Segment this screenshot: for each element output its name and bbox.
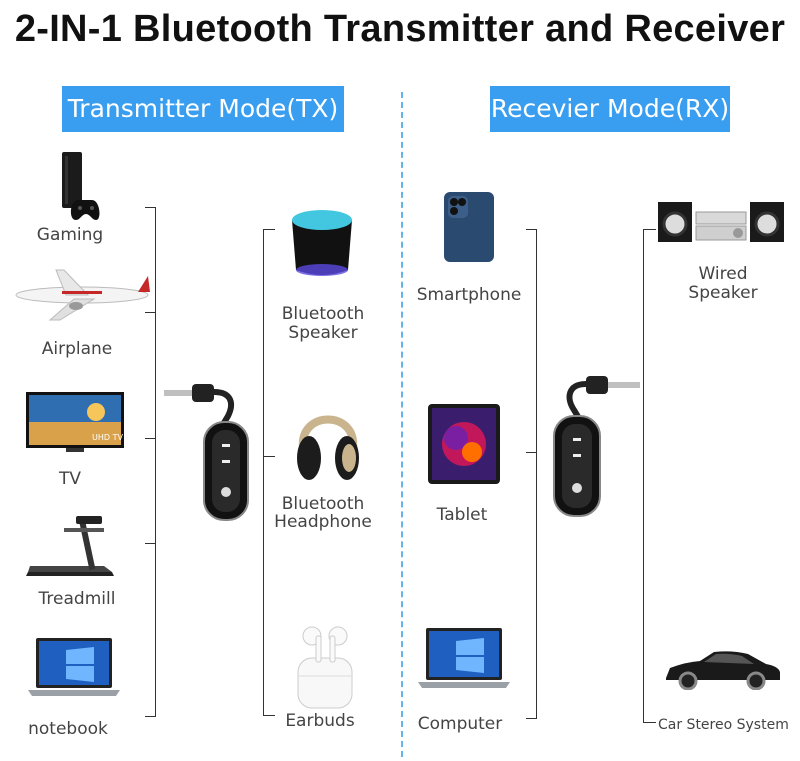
source-label-notebook: notebook — [28, 719, 108, 739]
output-label-headphone-line2: Headphone — [274, 512, 372, 532]
notebook-laptop-icon — [28, 638, 120, 702]
airplane-icon — [6, 262, 150, 324]
rx-output-bracket — [643, 229, 644, 723]
bracket-tick — [145, 716, 156, 717]
source-label-tv: TV — [58, 469, 81, 489]
bluetooth-speaker-icon — [288, 208, 356, 278]
bracket-tick — [145, 207, 156, 208]
wired-speaker-icon — [658, 200, 784, 244]
source-label-airplane: Airplane — [41, 339, 113, 359]
rx-output-label-car-stereo: Car Stereo System — [658, 717, 789, 733]
bracket-tick — [263, 456, 275, 457]
bracket-tick — [145, 438, 156, 439]
earbuds-icon — [296, 624, 356, 710]
output-label-headphone-line1: Bluetooth — [281, 494, 365, 514]
tv-icon: UHD TV — [26, 392, 124, 456]
source-label-treadmill: Treadmill — [38, 589, 116, 609]
tablet-icon — [428, 404, 500, 484]
rx-mode-heading: Recevier Mode(RX) — [490, 86, 730, 132]
page-title: 2-IN-1 Bluetooth Transmitter and Receive… — [14, 8, 786, 50]
bracket-tick — [526, 229, 537, 230]
computer-laptop-icon — [418, 628, 510, 694]
smartphone-icon — [444, 192, 494, 262]
bracket-tick — [526, 452, 537, 453]
rx-bluetooth-adapter-icon — [546, 372, 642, 522]
mode-divider — [401, 92, 403, 757]
bracket-tick — [145, 312, 156, 313]
tx-bluetooth-adapter-icon — [162, 380, 258, 525]
rx-output-label-wired-line2: Speaker — [688, 283, 758, 303]
bracket-tick — [643, 229, 656, 230]
rx-source-label-tablet: Tablet — [436, 505, 488, 525]
output-label-speaker-line1: Bluetooth — [281, 304, 365, 324]
svg-text:UHD TV: UHD TV — [92, 433, 123, 442]
bracket-tick — [145, 543, 156, 544]
gaming-console-icon — [58, 150, 100, 222]
tx-output-bracket — [263, 229, 264, 716]
bracket-tick — [526, 718, 537, 719]
output-label-earbuds: Earbuds — [285, 711, 355, 731]
rx-source-label-computer: Computer — [417, 714, 503, 734]
rx-source-label-smartphone: Smartphone — [416, 285, 522, 305]
rx-source-bracket — [536, 229, 537, 719]
output-label-speaker-line2: Speaker — [288, 323, 358, 343]
treadmill-icon — [24, 514, 122, 578]
bluetooth-headphone-icon — [295, 402, 361, 486]
bracket-tick — [643, 722, 656, 723]
tx-mode-heading: Transmitter Mode(TX) — [62, 86, 344, 132]
car-icon — [662, 648, 782, 690]
source-label-gaming: Gaming — [36, 225, 104, 245]
rx-output-label-wired-line1: Wired — [698, 264, 748, 284]
bracket-tick — [263, 229, 275, 230]
bracket-tick — [263, 715, 275, 716]
tx-source-bracket — [155, 207, 156, 717]
